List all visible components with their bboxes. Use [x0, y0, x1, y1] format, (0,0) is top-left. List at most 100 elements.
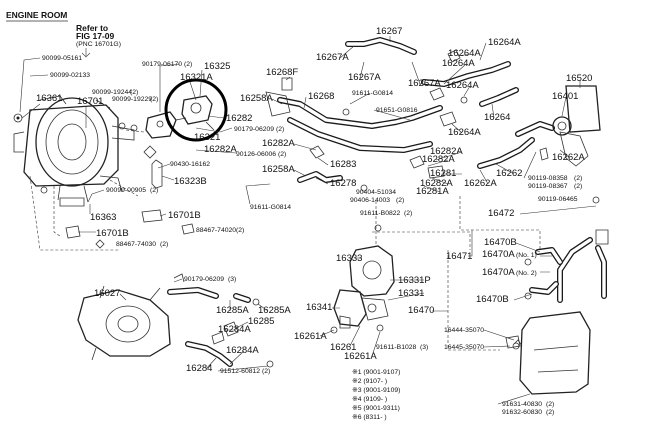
- part-label-90099-00905[interactable]: 90099-00905: [106, 187, 146, 194]
- part-label-16701[interactable]: 16701: [77, 96, 103, 107]
- part-label-16262a-bottom[interactable]: 16262A: [464, 178, 497, 189]
- part-label-16261a-right[interactable]: 16261A: [344, 351, 377, 362]
- reservoir-tank-drawing: [447, 196, 609, 395]
- part-label-16267a-right[interactable]: 16267A: [408, 78, 441, 89]
- part-label-16264a-4[interactable]: 16264A: [446, 80, 479, 91]
- part-label-16333[interactable]: 16333: [336, 253, 362, 264]
- leader-lines: [19, 36, 597, 405]
- part-label-16470b-bottom[interactable]: 16470B: [476, 294, 509, 305]
- highlighted-sensor-callout[interactable]: [164, 78, 228, 142]
- part-label-16282a-r3[interactable]: 16282A: [420, 178, 453, 189]
- part-label-91512-60812[interactable]: 91512-60812: [220, 368, 260, 375]
- part-label-88467-74020[interactable]: 88467-74020: [196, 227, 236, 234]
- part-label-16363[interactable]: 16363: [90, 212, 116, 223]
- part-label-91651-g0816[interactable]: 91651-G0816: [376, 107, 418, 114]
- qty-note-1: (2): [184, 61, 192, 68]
- part-label-16331p[interactable]: 16331P: [398, 275, 431, 286]
- part-label-16258a-top[interactable]: 16258A: [240, 93, 273, 104]
- part-label-90404-51034[interactable]: 90404-51034: [356, 189, 396, 196]
- part-label-16264a-5[interactable]: 16264A: [448, 127, 481, 138]
- part-label-16284a-bottom[interactable]: 16284A: [226, 345, 259, 356]
- part-label-16321a[interactable]: 16321A: [180, 72, 213, 83]
- part-label-16321[interactable]: 16321: [194, 132, 220, 143]
- part-label-16282a-r1[interactable]: 16282A: [430, 146, 463, 157]
- part-label-16281[interactable]: 16281: [430, 168, 456, 179]
- part-label-90119-08367[interactable]: 90119-08367: [528, 183, 568, 190]
- part-label-91611-g0814-left[interactable]: 91611-G0814: [250, 204, 291, 211]
- part-label-91611-b1028[interactable]: 91611-B1028: [376, 344, 417, 351]
- part-label-16282[interactable]: 16282: [226, 113, 252, 124]
- water-outlet-drawing: [330, 200, 471, 334]
- refer-figure-link[interactable]: FIG 17-09: [76, 31, 115, 41]
- part-label-91631-40830[interactable]: 91631-40830: [502, 401, 542, 408]
- part-label-90406-14003[interactable]: 90406-14003: [350, 197, 390, 204]
- part-label-16262a-top[interactable]: 16262A: [552, 152, 585, 163]
- part-label-88467-74030[interactable]: 88467-74030: [116, 241, 156, 248]
- part-label-90099-02133[interactable]: 90099-02133: [50, 72, 90, 79]
- part-label-16325[interactable]: 16325: [204, 61, 230, 72]
- part-label-16361[interactable]: 16361: [36, 93, 62, 104]
- part-label-16285[interactable]: 16285: [248, 316, 274, 327]
- part-label-90119-08358[interactable]: 90119-08358: [528, 175, 568, 182]
- part-label-90099-19244[interactable]: 90099-19244: [92, 89, 132, 96]
- qty-note-6: (2): [150, 187, 158, 194]
- part-label-16267[interactable]: 16267: [376, 26, 402, 37]
- date-legend: ※1 (9001-9107) ※2 (9107- ) ※3 (9001-9109…: [352, 369, 400, 421]
- part-label-16283[interactable]: 16283: [330, 159, 356, 170]
- part-label-16264a-1[interactable]: 16264A: [488, 37, 521, 48]
- part-label-90179-06170[interactable]: 90179-06170: [142, 61, 182, 68]
- part-label-16323b[interactable]: 16323B: [174, 176, 207, 187]
- part-label-16401[interactable]: 16401: [552, 91, 578, 102]
- part-label-16264a-3[interactable]: 16264A: [442, 58, 475, 69]
- part-label-16261a-left[interactable]: 16261A: [294, 331, 327, 342]
- part-label-91611-b0822[interactable]: 91611-B0822: [360, 210, 401, 217]
- part-label-16282a-mid[interactable]: 16282A: [262, 138, 295, 149]
- part-label-16284a-top[interactable]: 16284A: [218, 324, 251, 335]
- part-label-16701b-left[interactable]: 16701B: [96, 228, 129, 239]
- part-label-16282a-left[interactable]: 16282A: [204, 144, 237, 155]
- part-label-16285a-left[interactable]: 16285A: [216, 305, 249, 316]
- part-label-16258a-bottom[interactable]: 16258A: [262, 164, 295, 175]
- part-label-16520[interactable]: 16520: [566, 73, 592, 84]
- part-label-16264a-2[interactable]: 16264A: [448, 48, 481, 59]
- hose-no1-note: (No. 1): [516, 252, 537, 259]
- part-label-16261[interactable]: 16261: [330, 342, 356, 353]
- part-label-90179-06209-bottom[interactable]: 90179-06209: [184, 276, 224, 283]
- part-label-16701b-right[interactable]: 16701B: [168, 210, 201, 221]
- part-label-16278[interactable]: 16278: [330, 178, 356, 189]
- qty-note-4: (2): [276, 126, 284, 133]
- part-label-16470b-top[interactable]: 16470B: [484, 237, 517, 248]
- part-label-16470a-2[interactable]: 16470A: [482, 267, 515, 278]
- part-label-16470a-1[interactable]: 16470A: [482, 249, 515, 260]
- qty-note-19: (2): [546, 409, 554, 416]
- part-label-16027[interactable]: 16027: [94, 288, 120, 299]
- part-label-16341[interactable]: 16341: [306, 302, 332, 313]
- part-label-16470[interactable]: 16470: [408, 305, 434, 316]
- hose-no2-note: (No. 2): [516, 270, 537, 277]
- part-label-90126-06006[interactable]: 90126-06006: [236, 151, 276, 158]
- part-label-16285a-right[interactable]: 16285A: [258, 305, 291, 316]
- part-label-16331[interactable]: 16331: [398, 288, 424, 299]
- part-label-90099-19229[interactable]: 90099-19229: [112, 96, 152, 103]
- part-label-16284[interactable]: 16284: [186, 363, 212, 374]
- part-label-16282a-r2[interactable]: 16282A: [422, 154, 455, 165]
- part-label-91632-60830[interactable]: 91632-60830: [502, 409, 542, 416]
- part-label-16264[interactable]: 16264: [484, 112, 510, 123]
- qty-note-13: (3): [420, 344, 428, 351]
- part-label-16471[interactable]: 16471: [446, 251, 472, 262]
- part-label-91611-g0814-top[interactable]: 91611-G0814: [352, 90, 393, 97]
- part-label-90119-06465[interactable]: 90119-06465: [538, 196, 578, 203]
- qty-note-3: (2): [150, 96, 158, 103]
- part-label-16444-35070[interactable]: 16444-35070: [444, 327, 484, 334]
- part-label-90179-06209-top[interactable]: 90179-06209: [234, 126, 274, 133]
- part-label-16267a-left[interactable]: 16267A: [316, 52, 349, 63]
- part-label-16445-35070[interactable]: 16445-35070: [444, 344, 484, 351]
- part-label-90099-05161[interactable]: 90099-05161: [42, 55, 82, 62]
- part-label-16281a[interactable]: 16281A: [416, 186, 449, 197]
- part-label-90430-16162[interactable]: 90430-16162: [170, 161, 210, 168]
- part-label-16268f[interactable]: 16268F: [266, 67, 298, 78]
- part-label-16268[interactable]: 16268: [308, 91, 334, 102]
- part-label-16267a-mid[interactable]: 16267A: [348, 72, 381, 83]
- part-label-16472[interactable]: 16472: [488, 208, 514, 219]
- part-label-16262[interactable]: 16262: [496, 168, 522, 179]
